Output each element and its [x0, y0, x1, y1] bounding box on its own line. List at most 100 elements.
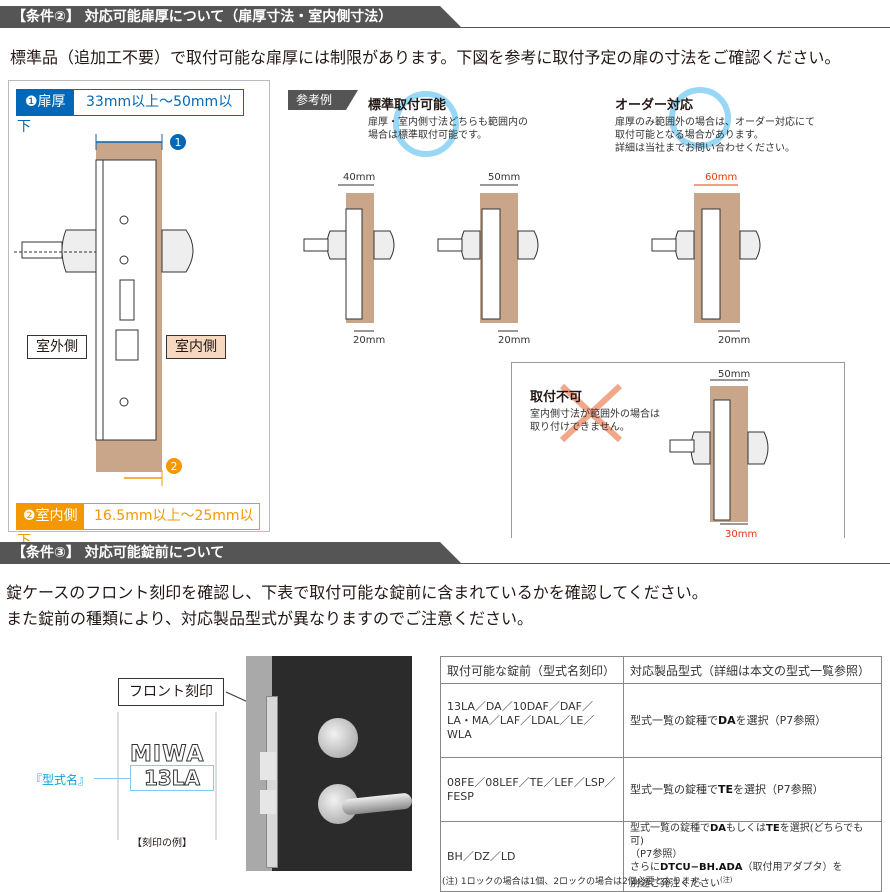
not-possible-diagram: [669, 379, 769, 525]
ex2-lock: [481, 208, 501, 320]
order-circle-icon: [669, 87, 731, 149]
table-header-row: 取付可能な錠前（型式名刻印） 対応製品型式（詳細は本文の型式一覧参照）: [440, 656, 882, 684]
standard-title: 標準取付可能: [368, 98, 447, 113]
ex3-thumbturn: [739, 230, 761, 260]
table-header-col1: 取付可能な錠前（型式名刻印）: [440, 656, 624, 684]
cylinder-photo: [318, 718, 358, 758]
ok-circle-icon: [393, 91, 459, 157]
ex1-top-label: 40mm: [343, 172, 376, 183]
ng-top-label: 50mm: [718, 369, 751, 380]
ex2-top-label: 50mm: [488, 172, 521, 183]
marker-2: [166, 458, 182, 474]
not-possible-desc-2: 取り付けできません。: [530, 422, 630, 433]
lock-case: [101, 159, 157, 441]
thickness-label: ❶扉厚: [17, 90, 74, 115]
ex3-key-icon: [651, 238, 677, 252]
adapter-code: DTCU−BH.ADA: [660, 862, 743, 874]
ng-key-icon: [669, 439, 695, 453]
adapter-text: （取付用アダプタ）を: [742, 862, 843, 874]
section-3-intro-1: 錠ケースのフロント刻印を確認し、下表で取付可能な錠前に含まれているかを確認してく…: [6, 583, 708, 602]
ex2-key-icon: [437, 238, 463, 252]
order-title: オーダー対応: [615, 98, 694, 113]
indoor-label: ❷室内側: [17, 504, 84, 529]
screw-bottom: [119, 397, 129, 407]
thickness-badge: ❶扉厚 33mm以上〜50mm以下: [16, 89, 244, 135]
order-desc-3: 詳細は当社までお問い合わせください。: [615, 143, 795, 154]
screw-middle: [119, 255, 129, 265]
marker-1: [170, 134, 186, 150]
ex1-bottom-label: 20mm: [353, 335, 386, 346]
ex3-bottom-label: 20mm: [718, 335, 751, 346]
standard-ok-circle: [393, 91, 459, 157]
table-cell-model: 型式一覧の錠種でTEを選択（P7参照）: [623, 757, 882, 822]
screw-top: [119, 215, 129, 225]
indoor-badge: ❷室内側 16.5mm以上〜25mm以下: [16, 503, 260, 549]
front-engraving-label: フロント刻印: [118, 678, 224, 706]
outdoor-cylinder: [61, 229, 97, 273]
lock-compatibility-table: 取付可能な錠前（型式名刻印） 対応製品型式（詳細は本文の型式一覧参照） 13LA…: [440, 656, 882, 892]
model-name-leader: [94, 778, 130, 779]
example-40mm: [303, 184, 395, 332]
model-name-label: 『型式名』: [30, 773, 91, 787]
engraving-brand: MIWA: [129, 742, 205, 768]
table-row: 08FE／08LEF／TE／LEF／LSP／ FESP 型式一覧の錠種でTEを選…: [440, 757, 882, 822]
model-code: TE: [718, 782, 734, 796]
lock-photo: [246, 656, 412, 871]
latch-photo: [260, 752, 276, 780]
locks-line-2: FESP: [447, 789, 474, 803]
table-cell-model: 型式一覧の錠種でDAもしくはTEを選択(どちらでも可) （P7参照） さらにDT…: [623, 821, 882, 892]
ex2-cylinder: [460, 230, 481, 260]
not-possible-cross: [559, 383, 623, 443]
ex2-thumbturn: [517, 230, 539, 260]
section-3-rule: [0, 563, 890, 564]
ex3-lock: [701, 208, 721, 320]
order-desc-2: 取付可能となる場合があります。: [615, 130, 764, 141]
model-text-select: を選択(どちらでも可): [630, 823, 864, 848]
order-desc-1: 扉厚のみ範囲外の場合は、オーダー対応にて: [615, 117, 815, 128]
door-thickness-diagram: 1 2: [14, 134, 194, 486]
model-line-3: さらにDTCU−BH.ADA（取付用アダプタ）を: [630, 861, 875, 874]
model-text-further: さらに: [630, 862, 660, 874]
locks-line-1: BH／DZ／LD: [447, 849, 516, 863]
model-text: 型式一覧の錠種で: [630, 782, 718, 796]
marker-1-text: 1: [175, 136, 182, 149]
model-code-da: DA: [710, 823, 727, 835]
example-50mm: [437, 184, 539, 332]
not-possible-box: [511, 362, 845, 538]
indoor-side-tag: 室内側: [166, 335, 226, 359]
locks-line-1: 08FE／08LEF／TE／LEF／LSP／: [447, 775, 616, 789]
locks-line-2: LA・MA／LAF／LDAL／LE／WLA: [447, 713, 595, 741]
model-code: DA: [718, 713, 736, 727]
table-header-col2: 対応製品型式（詳細は本文の型式一覧参照）: [623, 656, 882, 684]
lock-front-plate-photo: [266, 696, 278, 868]
key-icon: [21, 241, 63, 259]
ex2-bottom-label: 20mm: [498, 335, 531, 346]
table-row: 13LA／DA／10DAF／DAF／ LA・MA／LAF／LDAL／LE／WLA…: [440, 683, 882, 758]
section-2-header: 【条件②】 対応可能扉厚について（扉厚寸法・室内側寸法）: [0, 6, 462, 28]
model-text-or: もしくは: [726, 823, 767, 835]
cross-icon-b: [559, 383, 623, 443]
deadbolt-hole: [115, 329, 139, 361]
thickness-value: 33mm以上〜50mm以下: [17, 94, 233, 135]
engraving-model-box: 13LA: [130, 765, 214, 791]
locks-line-1: 13LA／DA／10DAF／DAF／: [447, 699, 593, 713]
table-cell-model: 型式一覧の錠種でDAを選択（P7参照）: [623, 683, 882, 758]
ng-bottom-label: 30mm: [725, 529, 758, 540]
not-possible-title: 取付不可: [530, 390, 583, 405]
model-text: 型式一覧の錠種で: [630, 713, 718, 727]
model-text: 型式一覧の錠種で: [630, 823, 710, 835]
order-circle: [669, 87, 731, 149]
standard-desc-2: 場合は標準取付可能です。: [368, 130, 487, 141]
example-60mm: [651, 184, 761, 332]
deadbolt-photo: [260, 790, 276, 814]
section-3-header: 【条件③】 対応可能錠前について: [0, 542, 462, 564]
model-text-tail: を選択（P7参照）: [735, 713, 827, 727]
table-footnote: (注) 1ロックの場合は1個、2ロックの場合は2個必要となります。: [442, 877, 708, 887]
standard-desc-1: 扉厚・室内側寸法どちらも範囲内の: [368, 117, 528, 128]
indoor-thumbturn: [161, 229, 194, 273]
ex1-thumbturn: [373, 230, 395, 260]
model-text-tail: を選択（P7参照）: [733, 782, 824, 796]
lock-front-plate: [95, 159, 104, 441]
ex1-key-icon: [303, 238, 329, 252]
model-line-1: 型式一覧の錠種でDAもしくはTEを選択(どちらでも可): [630, 822, 875, 848]
